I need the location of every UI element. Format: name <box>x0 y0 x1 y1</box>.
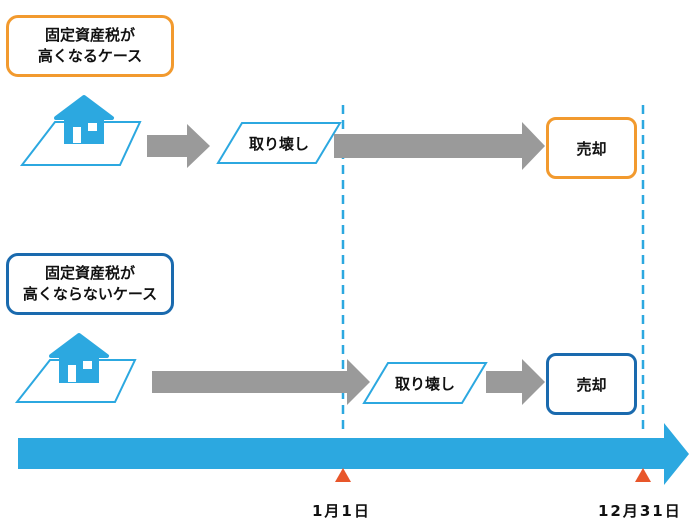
case-low-label-line2: 高くならないケース <box>22 285 158 303</box>
arrow-demolition-to-sale-top <box>334 122 545 170</box>
date-dec31-label: 12月31日 <box>598 502 682 520</box>
arrow-house-to-demolition-bottom <box>152 359 370 405</box>
timeline-arrow <box>18 423 689 485</box>
case-high-label-line1: 固定資産税が <box>44 26 135 44</box>
sale-label-top: 売却 <box>576 139 607 158</box>
triangle-marker-icon <box>635 468 651 482</box>
demolition-label-top: 取り壊し <box>248 134 309 153</box>
house-icon <box>19 95 142 166</box>
arrow-demolition-to-sale-bottom <box>486 359 545 405</box>
house-icon <box>14 333 137 403</box>
case-high-label: 固定資産税が 高くなるケース <box>6 15 174 77</box>
triangle-marker-icon <box>335 468 351 482</box>
sale-label-bottom: 売却 <box>576 375 607 394</box>
date-jan1-label: 1月1日 <box>312 502 371 520</box>
demolition-parallelogram-top <box>216 122 342 164</box>
demolition-parallelogram-bottom <box>362 362 488 404</box>
case-low-label: 固定資産税が 高くならないケース <box>6 253 174 315</box>
arrow-house-to-demolition-top <box>147 124 210 168</box>
sale-box-bottom: 売却 <box>546 353 637 415</box>
case-low-label-line1: 固定資産税が <box>44 264 135 282</box>
sale-box-top: 売却 <box>546 117 637 179</box>
case-high-label-line2: 高くなるケース <box>37 47 143 65</box>
demolition-label-bottom: 取り壊し <box>394 374 455 393</box>
